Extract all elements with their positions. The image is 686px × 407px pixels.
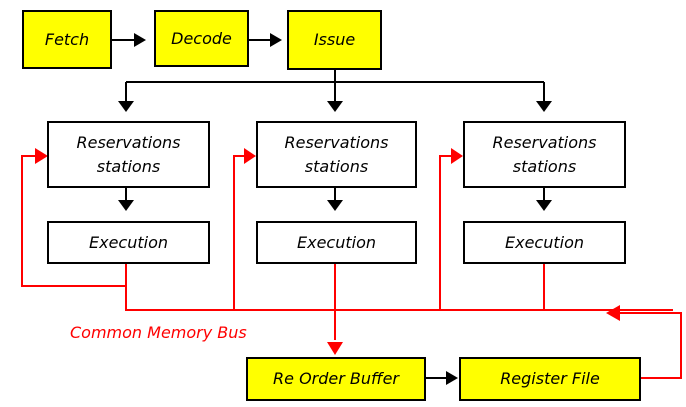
reservation-station-2-line1: Reservations xyxy=(284,132,389,152)
bus-to-rob-arrowhead xyxy=(327,342,343,355)
decode-to-issue-arrowhead xyxy=(270,33,282,47)
bus-feedback-arrowhead-1 xyxy=(35,148,48,164)
branch-arrowhead-3 xyxy=(536,101,552,112)
register-file-label: Register File xyxy=(500,369,600,388)
regfile-writeback-arrowhead xyxy=(606,305,620,321)
execution-unit-3-label: Execution xyxy=(504,232,584,252)
fetch-label: Fetch xyxy=(44,29,90,49)
issue-label: Issue xyxy=(313,30,356,49)
decode-label: Decode xyxy=(171,28,232,48)
execution-unit-2-label: Execution xyxy=(296,232,376,252)
fetch-box: Fetch xyxy=(22,10,112,69)
reservation-station-1: Reservations stations xyxy=(47,121,210,188)
reorder-buffer-label: Re Order Buffer xyxy=(273,369,399,388)
reservation-station-1-line2: stations xyxy=(96,156,161,176)
bus-feedback-arrowhead-3 xyxy=(451,148,463,164)
rob-to-regfile-arrowhead xyxy=(446,371,458,385)
execution-unit-1-label: Execution xyxy=(88,232,168,252)
bus-feedback-rs2 xyxy=(439,155,451,310)
bus-feedback-arrowhead-2 xyxy=(244,148,256,164)
rs-to-exec-arrowhead-3 xyxy=(536,200,552,211)
execution-unit-3: Execution xyxy=(463,221,626,264)
reservation-station-3-line1: Reservations xyxy=(492,132,597,152)
bus-feedback-rs3 xyxy=(21,155,126,287)
regfile-writeback-line xyxy=(620,312,682,379)
decode-box: Decode xyxy=(154,10,249,67)
rs-to-exec-arrowhead-2 xyxy=(327,200,343,211)
reservation-station-2-line2: stations xyxy=(304,156,369,176)
bus-main-line xyxy=(125,264,673,311)
fetch-to-decode-arrowhead xyxy=(134,33,146,47)
rs-to-exec-arrowhead-1 xyxy=(118,200,134,211)
register-file-box: Register File xyxy=(459,357,641,401)
branch-arrowhead-2 xyxy=(327,101,343,112)
issue-box: Issue xyxy=(287,10,382,70)
reservation-station-1-line1: Reservations xyxy=(76,132,181,152)
execution-unit-1: Execution xyxy=(47,221,210,264)
common-memory-bus-label: Common Memory Bus xyxy=(70,323,247,342)
branch-arrowhead-1 xyxy=(118,101,134,112)
reservation-station-2: Reservations stations xyxy=(256,121,417,188)
reservation-station-3: Reservations stations xyxy=(463,121,626,188)
reorder-buffer-box: Re Order Buffer xyxy=(246,357,426,401)
execution-unit-2: Execution xyxy=(256,221,417,264)
bus-feedback-rs1 xyxy=(233,155,244,310)
reservation-station-3-line2: stations xyxy=(512,156,577,176)
